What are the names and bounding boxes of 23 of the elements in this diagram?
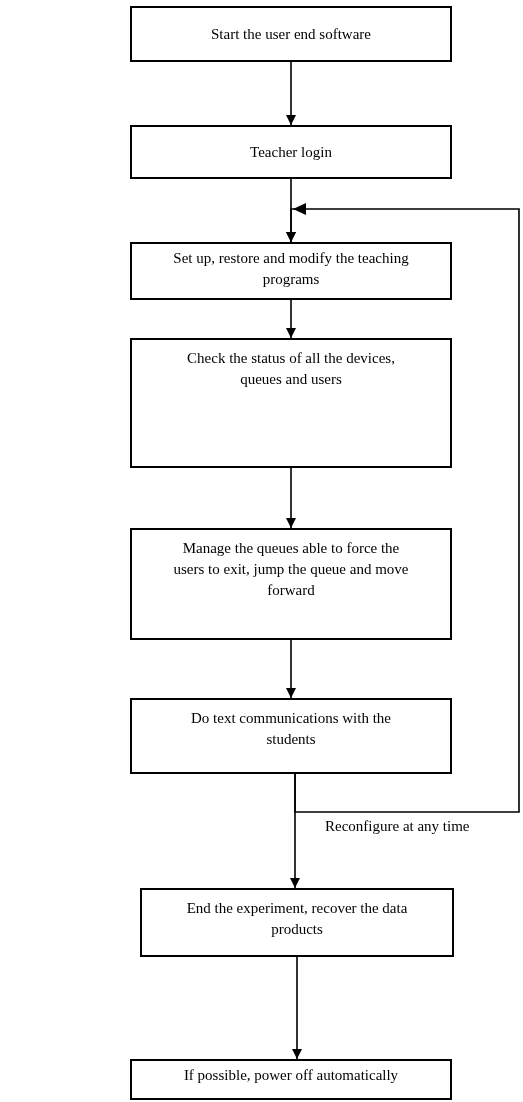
process-box (130, 242, 452, 300)
process-box (140, 888, 454, 957)
feedback-arrow (286, 203, 520, 813)
arrow (286, 639, 296, 699)
arrow (286, 467, 296, 529)
edge-label: Reconfigure at any time (325, 817, 470, 835)
process-box (130, 6, 452, 62)
step-text: Teacher login (250, 142, 332, 162)
process-box (130, 1059, 452, 1100)
step-text: Check the status of all the devices, queues and users (186, 349, 396, 389)
step-text: Set up, restore and modify the teaching programs (172, 249, 410, 289)
arrow (286, 61, 296, 126)
step-text: Do text communications with the students (190, 709, 392, 749)
process-box (130, 698, 452, 774)
step-text: If possible, power off automatically (183, 1066, 399, 1085)
arrow (286, 299, 296, 339)
process-box (130, 125, 452, 179)
step-text: Manage the queues able to force the users to exit, jump the queue and move forward (172, 539, 410, 600)
process-box (130, 338, 452, 468)
step-text: Start the user end software (211, 24, 371, 44)
process-box (130, 528, 452, 640)
step-text: End the experiment, recover the data products (185, 899, 409, 939)
arrow (292, 956, 302, 1060)
